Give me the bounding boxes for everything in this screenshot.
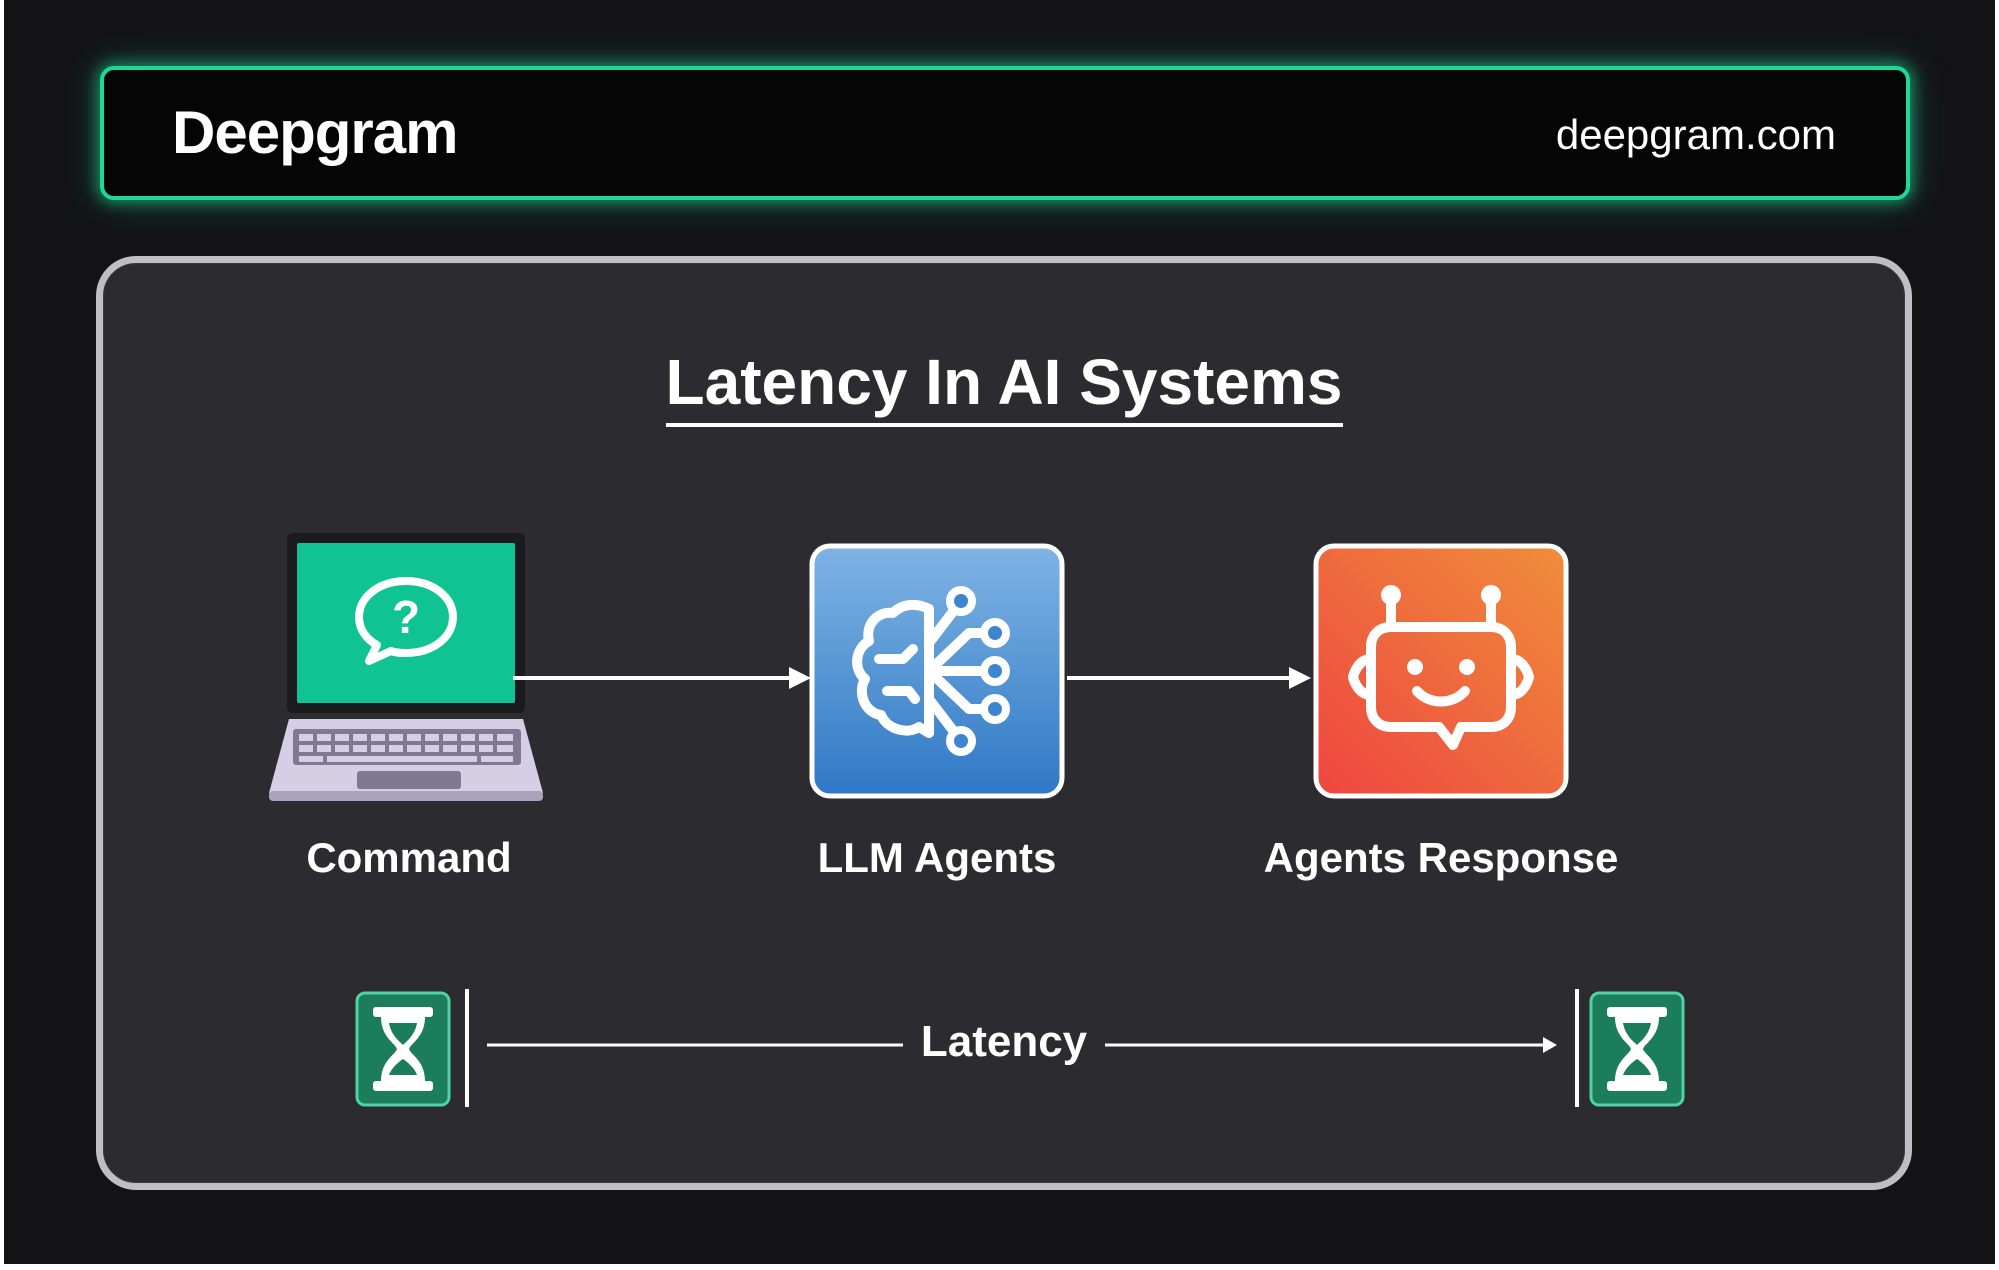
site-url[interactable]: deepgram.com — [1555, 111, 1836, 158]
header-bar: Deepgram deepgram.com — [100, 66, 1910, 200]
flow-arrow-2 — [1067, 667, 1311, 689]
logo-text: Deepgram — [172, 99, 458, 166]
robot-chat-icon — [1313, 543, 1569, 799]
diagram-panel: Latency In AI Systems ? — [96, 256, 1912, 1190]
latency-end-marker — [1575, 989, 1579, 1107]
canvas: Deepgram deepgram.com Latency In AI Syst… — [4, 0, 1995, 1264]
hourglass-icon — [355, 991, 451, 1107]
flow-arrow-1 — [513, 667, 811, 689]
svg-text:?: ? — [392, 591, 420, 643]
laptop-question-icon: ? — [269, 533, 549, 813]
node-label-agents-response: Agents Response — [1263, 834, 1619, 881]
deepgram-logo[interactable]: Deepgram — [172, 98, 458, 168]
brain-network-icon — [809, 543, 1065, 799]
latency-start-marker — [465, 989, 469, 1107]
hourglass-icon — [1589, 991, 1685, 1107]
node-label-llm-agents: LLM Agents — [817, 834, 1057, 881]
diagram-title: Latency In AI Systems — [103, 345, 1905, 427]
node-label-command: Command — [306, 834, 512, 881]
latency-arrow — [487, 1037, 1557, 1053]
